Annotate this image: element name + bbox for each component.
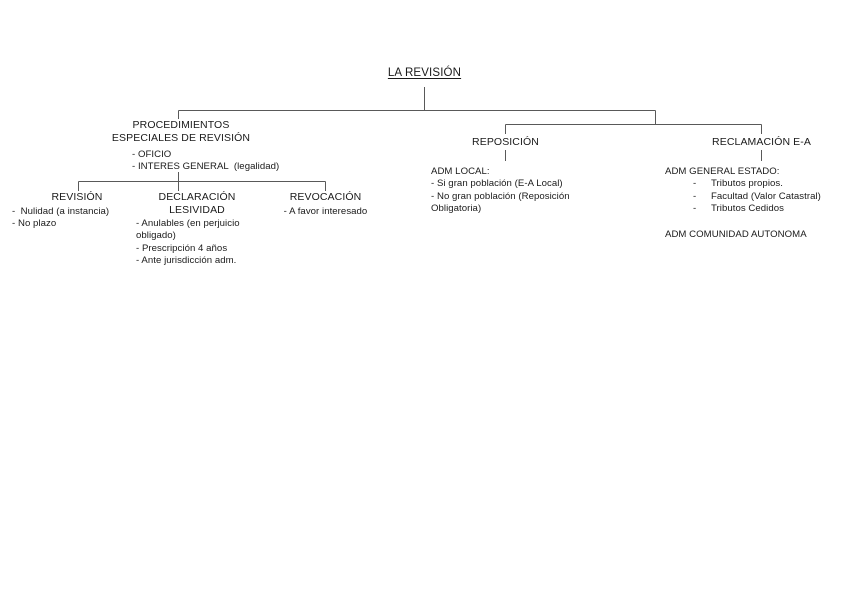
list-item: - Anulables (en perjuicio obligado) bbox=[136, 218, 243, 242]
node-reposicion-title: REPOSICIÓN bbox=[445, 136, 566, 149]
node-procedimientos-title-line2: ESPECIALES DE REVISIÓN bbox=[111, 131, 251, 144]
node-declaracion-bullets: - Anulables (en perjuicio obligado) - Pr… bbox=[136, 218, 258, 268]
dash-marker-icon: - bbox=[693, 203, 697, 215]
root-title-label: LA REVISIÓN bbox=[387, 67, 462, 79]
list-item: - INTERES GENERAL (legalidad) bbox=[132, 161, 280, 173]
spacer bbox=[665, 216, 840, 229]
node-procedimientos-bullets: - OFICIO - INTERES GENERAL (legalidad) bbox=[76, 149, 286, 174]
root-title: LA REVISIÓN bbox=[344, 67, 505, 80]
node-reclamacion-title-label: RECLAMACIÓN E-A bbox=[712, 136, 811, 148]
list-item-label: Tributos propios. bbox=[711, 178, 783, 190]
node-reclamacion-dash-items: - Tributos propios. - Facultad (Valor Cata… bbox=[665, 178, 840, 215]
node-reposicion-heading: ADM LOCAL: bbox=[431, 166, 490, 177]
node-reposicion-title-label: REPOSICIÓN bbox=[472, 136, 539, 148]
node-reclamacion-detail: ADM GENERAL ESTADO: - Tributos propios. -… bbox=[665, 166, 840, 241]
list-item: - No plazo bbox=[12, 217, 57, 229]
node-declaracion-title-line1: DECLARACIÓN bbox=[158, 191, 236, 203]
node-procedimientos-title-line1: PROCEDIMIENTOS bbox=[132, 119, 230, 131]
list-item: - OFICIO bbox=[132, 149, 172, 160]
node-revocacion-title: REVOCACIÓN bbox=[289, 191, 362, 203]
node-revocacion: REVOCACIÓN - A favor interesado bbox=[266, 191, 385, 218]
node-reposicion-detail: ADM LOCAL: - Si gran población (E-A Loca… bbox=[431, 166, 583, 216]
node-reposicion-bullets: - Si gran población (E-A Local) - No gra… bbox=[431, 178, 583, 215]
list-item: - Facultad (Valor Catastral) bbox=[665, 191, 840, 203]
node-declaracion-lesividad: DECLARACIÓN LESIVIDAD - Anulables (en pe… bbox=[136, 191, 258, 268]
list-item-label: Facultad (Valor Catastral) bbox=[711, 190, 821, 202]
list-item: - Nulidad (a instancia) bbox=[12, 205, 110, 217]
dash-marker-icon: - bbox=[693, 190, 697, 202]
node-reclamacion-heading: ADM GENERAL ESTADO: bbox=[665, 166, 780, 177]
node-procedimientos: PROCEDIMIENTOS ESPECIALES DE REVISIÓN - … bbox=[76, 119, 286, 174]
node-revision-bullets: - Nulidad (a instancia) - No plazo bbox=[12, 206, 142, 231]
node-revision-title: REVISIÓN bbox=[51, 191, 103, 203]
list-item: - Ante jurisdicción adm. bbox=[136, 255, 237, 267]
node-revision: REVISIÓN - Nulidad (a instancia) - No pl… bbox=[12, 191, 142, 230]
list-item: - No gran población (Reposición Obligato… bbox=[431, 190, 573, 215]
list-item: - Tributos propios. bbox=[665, 178, 840, 190]
node-revocacion-bullets: - A favor interesado bbox=[266, 206, 385, 218]
node-reclamacion-footer: ADM COMUNIDAD AUTONOMA bbox=[665, 228, 807, 240]
node-declaracion-title-line2: LESIVIDAD bbox=[169, 203, 225, 216]
dash-marker-icon: - bbox=[693, 178, 697, 190]
list-item-label: Tributos Cedidos bbox=[711, 203, 784, 215]
list-item: - Prescripción 4 años bbox=[136, 242, 228, 254]
node-reclamacion-title: RECLAMACIÓN E-A bbox=[700, 136, 823, 149]
list-item: - A favor interesado bbox=[283, 205, 368, 217]
list-item: - Tributos Cedidos bbox=[665, 203, 840, 215]
list-item: - Si gran población (E-A Local) bbox=[431, 178, 563, 190]
